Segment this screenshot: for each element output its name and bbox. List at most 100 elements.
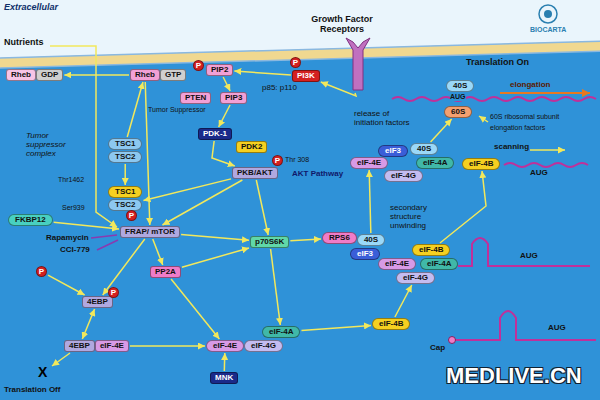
pathway-arrow — [234, 71, 291, 75]
protein-box: TSC2 — [108, 151, 142, 163]
phosphate-circle: P — [272, 155, 283, 166]
mrna-strand — [392, 97, 596, 101]
protein-box: eIF-4A — [262, 326, 300, 338]
phosphate-circle: P — [290, 57, 301, 68]
node-text: eIF-4G — [391, 171, 416, 181]
inhibitor-line — [91, 235, 117, 238]
node-text: P — [194, 61, 203, 70]
protein-box: eIF-4E — [378, 258, 416, 270]
protein-box: eIF-4G — [244, 340, 283, 352]
pathway-arrow — [82, 309, 94, 339]
node-text: PDK2 — [241, 142, 262, 152]
pathway-arrow — [145, 82, 150, 225]
protein-box: MNK — [210, 372, 238, 384]
protein-box: RPS6 — [322, 232, 357, 244]
scanning-arrow — [530, 149, 565, 151]
protein-box: TSC1 — [108, 186, 142, 198]
node-text: eIF-4E — [213, 341, 237, 351]
protein-box: GDP — [36, 69, 63, 81]
protein-box: Rheb — [6, 69, 36, 81]
node-text: GDP — [41, 70, 58, 80]
pathway-arrow — [271, 249, 281, 325]
pathway-arrow — [54, 222, 119, 229]
translation-off-arrow — [52, 353, 70, 366]
protein-box: TSC1 — [108, 138, 142, 150]
node-text: P — [127, 211, 136, 220]
node-text: eIF-4G — [251, 341, 276, 351]
protein-box: PDK2 — [236, 141, 267, 153]
pathway-arrow — [124, 164, 126, 185]
node-text: GTP — [165, 70, 181, 80]
pathway-arrow — [130, 345, 205, 347]
annotation-label: BIOCARTA — [530, 26, 566, 34]
protein-box: GTP — [160, 69, 186, 81]
annotation-label: Rapamycin — [46, 234, 89, 243]
protein-box: PI3K — [292, 70, 320, 82]
protein-box: PTEN — [180, 92, 211, 104]
protein-box: eIF-4B — [372, 318, 410, 330]
node-text: Rheb — [11, 70, 31, 80]
protein-box: PDK-1 — [198, 128, 232, 140]
mrna-strand — [504, 163, 588, 167]
pathway-arrow — [212, 141, 235, 166]
factor-arrow — [479, 116, 488, 122]
watermark: MEDLIVE.CN — [446, 364, 582, 388]
protein-box: 60S — [444, 106, 472, 118]
membrane-line — [0, 51, 600, 68]
annotation-label: elongation factors — [490, 124, 545, 132]
protein-box: eIF3 — [378, 145, 408, 157]
node-text: PIP3 — [225, 93, 242, 103]
protein-box: TSC2 — [108, 199, 142, 211]
node-text: eIF3 — [357, 249, 373, 259]
annotation-label: p85: p110 — [262, 84, 297, 93]
pathway-arrow — [171, 279, 219, 339]
protein-box: eIF-4A — [416, 157, 454, 169]
elongation-arrow — [500, 92, 590, 94]
protein-box: eIF-4E — [95, 340, 129, 352]
node-text: PI3K — [297, 71, 315, 81]
logo-symbol — [539, 5, 557, 23]
node-text: PP2A — [155, 267, 176, 277]
pathway-arrow — [301, 325, 371, 330]
pathway-arrow — [64, 74, 129, 76]
node-text: P — [109, 288, 118, 297]
protein-box: eIF-4E — [350, 157, 388, 169]
receptor-drawing — [304, 36, 380, 92]
node-text: eIF-4E — [357, 158, 381, 168]
phosphate-circle: P — [36, 266, 47, 277]
protein-box: eIF-4B — [462, 158, 500, 170]
node-text: FRAP/ mTOR — [125, 227, 175, 237]
pathway-arrow — [153, 239, 163, 265]
protein-box: 4EBP — [82, 296, 113, 308]
node-text: PKB/AKT — [237, 168, 273, 178]
membrane-line — [0, 41, 600, 58]
node-text: eIF-4B — [379, 319, 403, 329]
pathway-arrow — [223, 77, 230, 91]
node-text: 4EBP — [69, 341, 90, 351]
node-text: P — [273, 156, 282, 165]
node-text: RPS6 — [329, 233, 350, 243]
node-text: TSC2 — [115, 200, 135, 210]
node-text: eIF-4G — [403, 273, 428, 283]
annotation-label: Ser939 — [62, 204, 85, 212]
annotation-label: AKT Pathway — [292, 170, 343, 179]
annotation-label: Tumor suppressor complex — [26, 132, 84, 158]
protein-box: FKBP12 — [8, 214, 53, 226]
protein-box: PKB/AKT — [232, 167, 278, 179]
receptor-symbol — [346, 38, 370, 90]
protein-box: 40S — [446, 80, 474, 92]
pathway-arrow — [369, 170, 371, 233]
protein-box: PIP3 — [220, 92, 247, 104]
node-text: p70S6K — [255, 237, 284, 247]
node-text: 40S — [364, 235, 378, 245]
mrna-hairpin — [458, 238, 590, 266]
protein-box: eIF-4G — [384, 170, 423, 182]
pathway-arrow — [321, 82, 356, 96]
protein-box: p70S6K — [250, 236, 289, 248]
annotation-label: AUG — [548, 324, 566, 333]
pathway-arrow — [103, 239, 145, 295]
node-text: Growth Factor Receptors — [304, 14, 380, 34]
node-text: eIF-4E — [385, 259, 409, 269]
node-text: MNK — [215, 373, 233, 383]
protein-box: eIF-4A — [420, 258, 458, 270]
